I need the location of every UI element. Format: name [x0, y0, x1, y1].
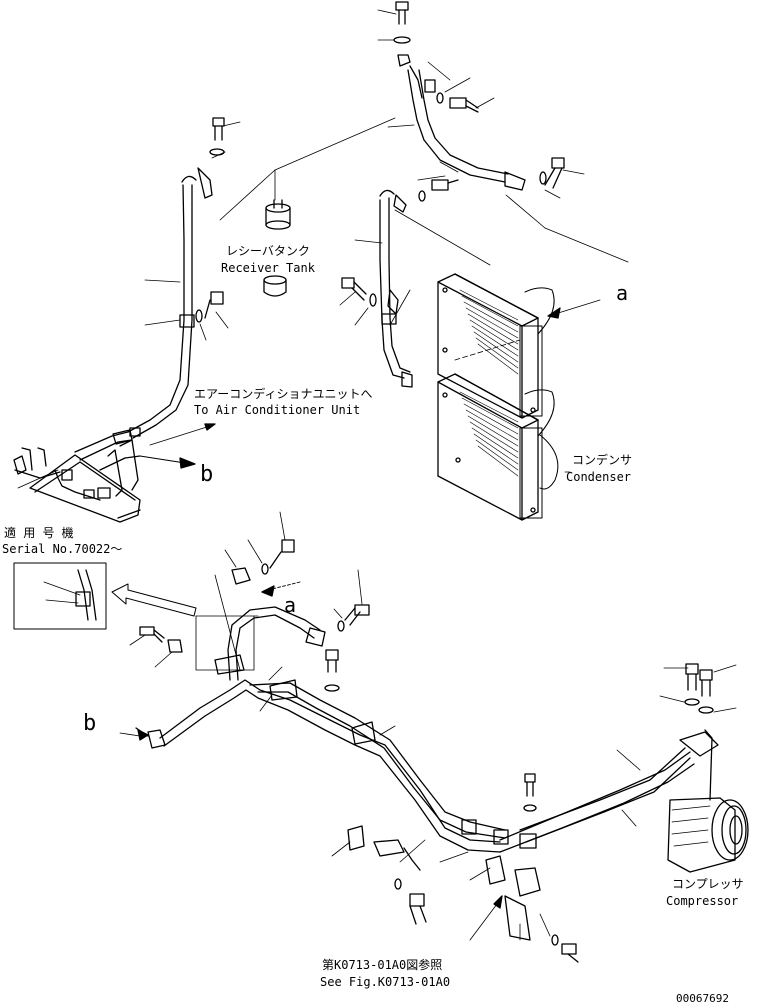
ac-unit-bracket — [13, 423, 216, 523]
ref-b-lower: b — [83, 711, 96, 736]
ref-a-condenser: a — [616, 281, 628, 305]
receiver-tank-label-en: Receiver Tank — [221, 261, 316, 275]
compressor-label-en: Compressor — [666, 894, 738, 908]
see-fig-label-jp: 第K0713-01A0図参照 — [322, 957, 442, 972]
receiver-tank-label-jp: レシーバタンク — [226, 244, 310, 258]
text-labels: レシーバタンク Receiver Tank エアーコンディショナユニットへ To… — [2, 244, 744, 1005]
hose-bottom-main — [119, 511, 695, 963]
ref-b-upper: b — [200, 462, 213, 487]
to-ac-unit-label-en: To Air Conditioner Unit — [194, 403, 360, 417]
compressor-label-jp: コンプレッサ — [672, 877, 744, 891]
serial-label-jp: 適 用 号 機 — [4, 525, 74, 540]
leader-lines — [219, 117, 629, 266]
serial-label-en: Serial No.70022～ — [2, 542, 122, 556]
hose-left-vertical — [112, 117, 241, 445]
condenser-label-en: Condenser — [566, 470, 631, 484]
serial-inset — [13, 562, 197, 630]
condenser-label-jp: コンデンサ — [572, 452, 632, 467]
document-number: 00067692 — [676, 992, 729, 1005]
condenser — [437, 273, 601, 521]
receiver-tank — [263, 189, 291, 297]
compressor — [659, 663, 749, 873]
to-ac-unit-label-jp: エアーコンディショナユニットへ — [194, 386, 372, 401]
hose-top — [377, 1, 585, 199]
see-fig-label-en: See Fig.K0713-01A0 — [320, 975, 450, 989]
ref-a-lower: a — [284, 593, 296, 617]
hose-middle-vertical — [339, 161, 459, 388]
